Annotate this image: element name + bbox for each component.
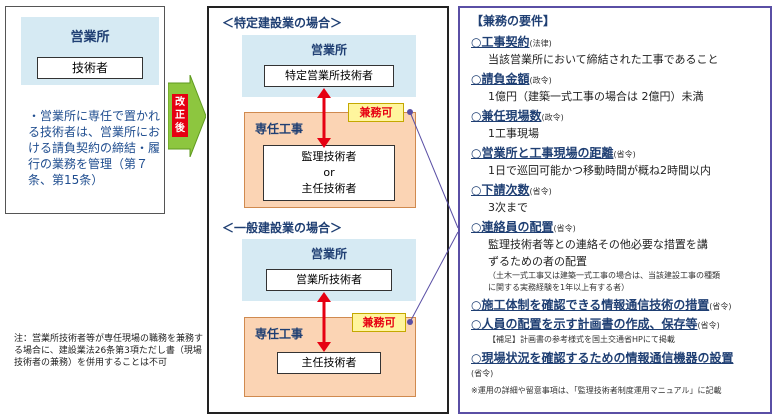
site-engineer-or: or <box>323 166 335 179</box>
specific-site-title: 専任工事 <box>255 122 304 136</box>
req-liaison-text-1: 監理技術者等との連絡その他必要な措置を講 <box>488 238 708 251</box>
req-plan-heading: ○人員の配置を示す計画書の作成、保存等(省令) <box>471 317 720 331</box>
req-manual-note: ※運用の詳細や留意事項は、「監理技術者制度運用マニュアル」に記載 <box>471 386 722 395</box>
office-title: 営業所 <box>70 30 110 45</box>
req-contract-text: 当該営業所において締結された工事であること <box>488 53 719 66</box>
requirements-title: 【兼務の要件】 <box>471 14 556 28</box>
after-revision-label: 改正後 <box>172 94 188 137</box>
requirements-panel: 【兼務の要件】 ○工事契約(法律) 当該営業所において締結された工事であること … <box>458 6 772 414</box>
site-engineer-option-2: 主任技術者 <box>301 182 357 195</box>
req-amount-heading: ○請負金額(政令) <box>471 72 552 86</box>
general-construction-title: ＜一般建設業の場合＞ <box>222 221 343 235</box>
specific-construction-title: ＜特定建設業の場合＞ <box>222 16 343 30</box>
general-site-engineer-box: 主任技術者 <box>277 352 381 374</box>
specific-dual-role-callout: 兼務可 <box>348 103 404 122</box>
site-engineer-option-1: 監理技術者 <box>301 150 357 163</box>
general-dual-arrow-icon <box>317 292 331 352</box>
specific-office-box: 営業所 特定営業所技術者 <box>242 35 416 97</box>
req-sites-text: 1工事現場 <box>488 127 539 140</box>
current-system-panel: 営業所 技術者 ・営業所に専任で置かれる技術者は、営業所における請負契約の締結・… <box>5 6 165 214</box>
req-device-heading: ○現場状況を確認するための情報通信機器の設置 <box>471 351 734 365</box>
req-liaison-heading: ○連絡員の配置(省令) <box>471 220 576 234</box>
req-device-sub: (省令) <box>471 369 494 378</box>
footnote: 注：営業所技術者等が専任現場の職務を兼務する場合に、建設業法26条第3項ただし書… <box>14 334 204 368</box>
office-box: 営業所 技術者 <box>21 17 159 85</box>
req-liaison-note-1: （土木一式工事又は建築一式工事の場合は、当該建設工事の種類 <box>488 271 720 280</box>
req-subcontract-text: 3次まで <box>488 201 528 214</box>
specific-site-box: 専任工事 監理技術者 or 主任技術者 <box>244 112 416 208</box>
office-engineer-description: ・営業所に専任で置かれる技術者は、営業所における請負契約の締結・履行の業務を管理… <box>28 109 161 187</box>
specific-site-engineer-box: 監理技術者 or 主任技術者 <box>263 145 395 201</box>
req-distance-text: 1日で巡回可能かつ移動時間が概ね2時間以内 <box>488 164 711 177</box>
req-subcontract-heading: ○下請次数(省令) <box>471 183 552 197</box>
general-office-box: 営業所 営業所技術者 <box>242 239 416 301</box>
req-ict-heading: ○施工体制を確認できる情報通信技術の措置(省令) <box>471 298 732 312</box>
general-dual-role-callout: 兼務可 <box>352 313 406 332</box>
specific-dual-arrow-icon <box>317 88 331 148</box>
req-liaison-text-2: ずるための者の配置 <box>488 255 587 268</box>
req-liaison-note-2: に関する実務経験を1年以上有する者） <box>488 283 630 292</box>
req-amount-text: 1億円（建築一式工事の場合は 2億円）未満 <box>488 90 704 103</box>
req-sites-heading: ○兼任現場数(政令) <box>471 109 564 123</box>
general-site-title: 専任工事 <box>255 327 304 341</box>
specific-office-engineer-box: 特定営業所技術者 <box>264 65 394 87</box>
req-plan-note: 【補足】計画書の参考様式を国土交通省HPにて掲載 <box>488 335 675 344</box>
specific-office-title: 営業所 <box>310 43 347 57</box>
engineer-box: 技術者 <box>37 57 143 79</box>
req-distance-heading: ○営業所と工事現場の距離(省令) <box>471 146 636 160</box>
general-office-engineer-box: 営業所技術者 <box>266 269 392 291</box>
req-contract-heading: ○工事契約(法律) <box>471 35 552 49</box>
general-office-title: 営業所 <box>310 247 347 261</box>
